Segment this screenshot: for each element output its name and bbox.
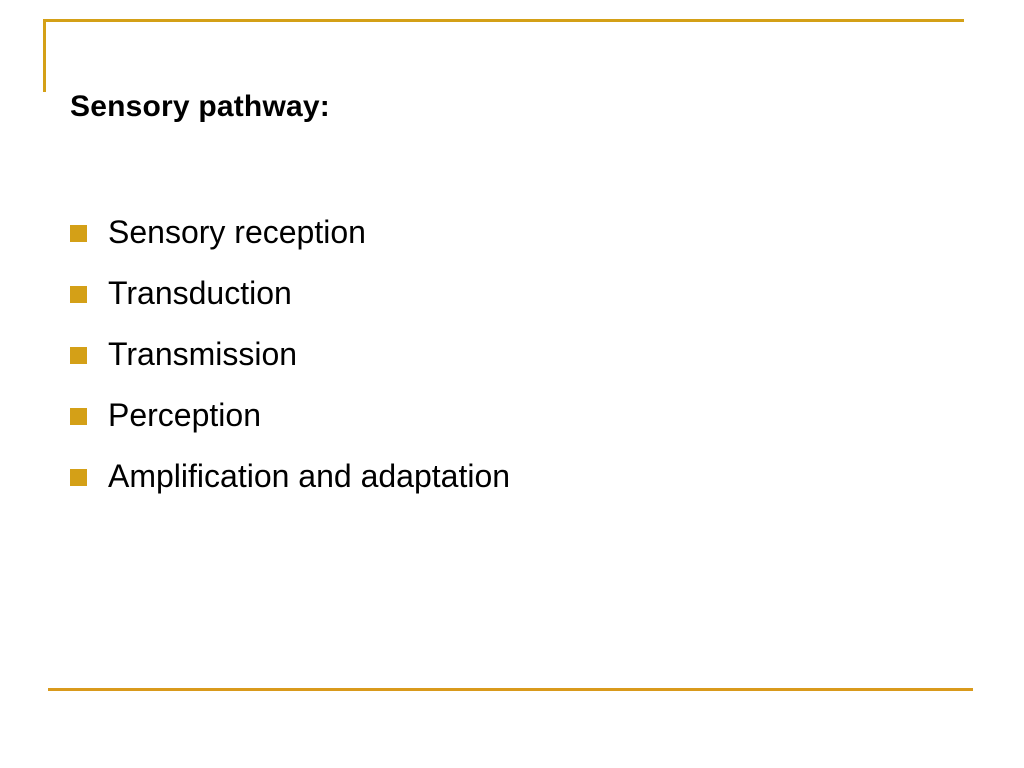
square-bullet-icon bbox=[70, 408, 87, 425]
list-item: Amplification and adaptation bbox=[70, 452, 950, 513]
list-item-label: Sensory reception bbox=[108, 214, 366, 250]
list-item-label: Amplification and adaptation bbox=[108, 458, 511, 494]
square-bullet-icon bbox=[70, 225, 87, 242]
list-item: Transmission bbox=[70, 330, 950, 391]
square-bullet-icon bbox=[70, 347, 87, 364]
left-border-stub bbox=[43, 19, 46, 92]
page-title: Sensory pathway: bbox=[70, 90, 330, 123]
list-item: Transduction bbox=[70, 269, 950, 330]
list-item-label: Transmission bbox=[108, 336, 298, 372]
list-item: Perception bbox=[70, 391, 950, 452]
bullet-list: Sensory reception Transduction Transmiss… bbox=[70, 208, 950, 513]
list-item-label: Perception bbox=[108, 397, 261, 433]
top-border-rule bbox=[43, 19, 964, 22]
square-bullet-icon bbox=[70, 286, 87, 303]
bottom-border-rule bbox=[48, 688, 973, 691]
list-item: Sensory reception bbox=[70, 208, 950, 269]
list-item-label: Transduction bbox=[108, 275, 292, 311]
square-bullet-icon bbox=[70, 469, 87, 486]
